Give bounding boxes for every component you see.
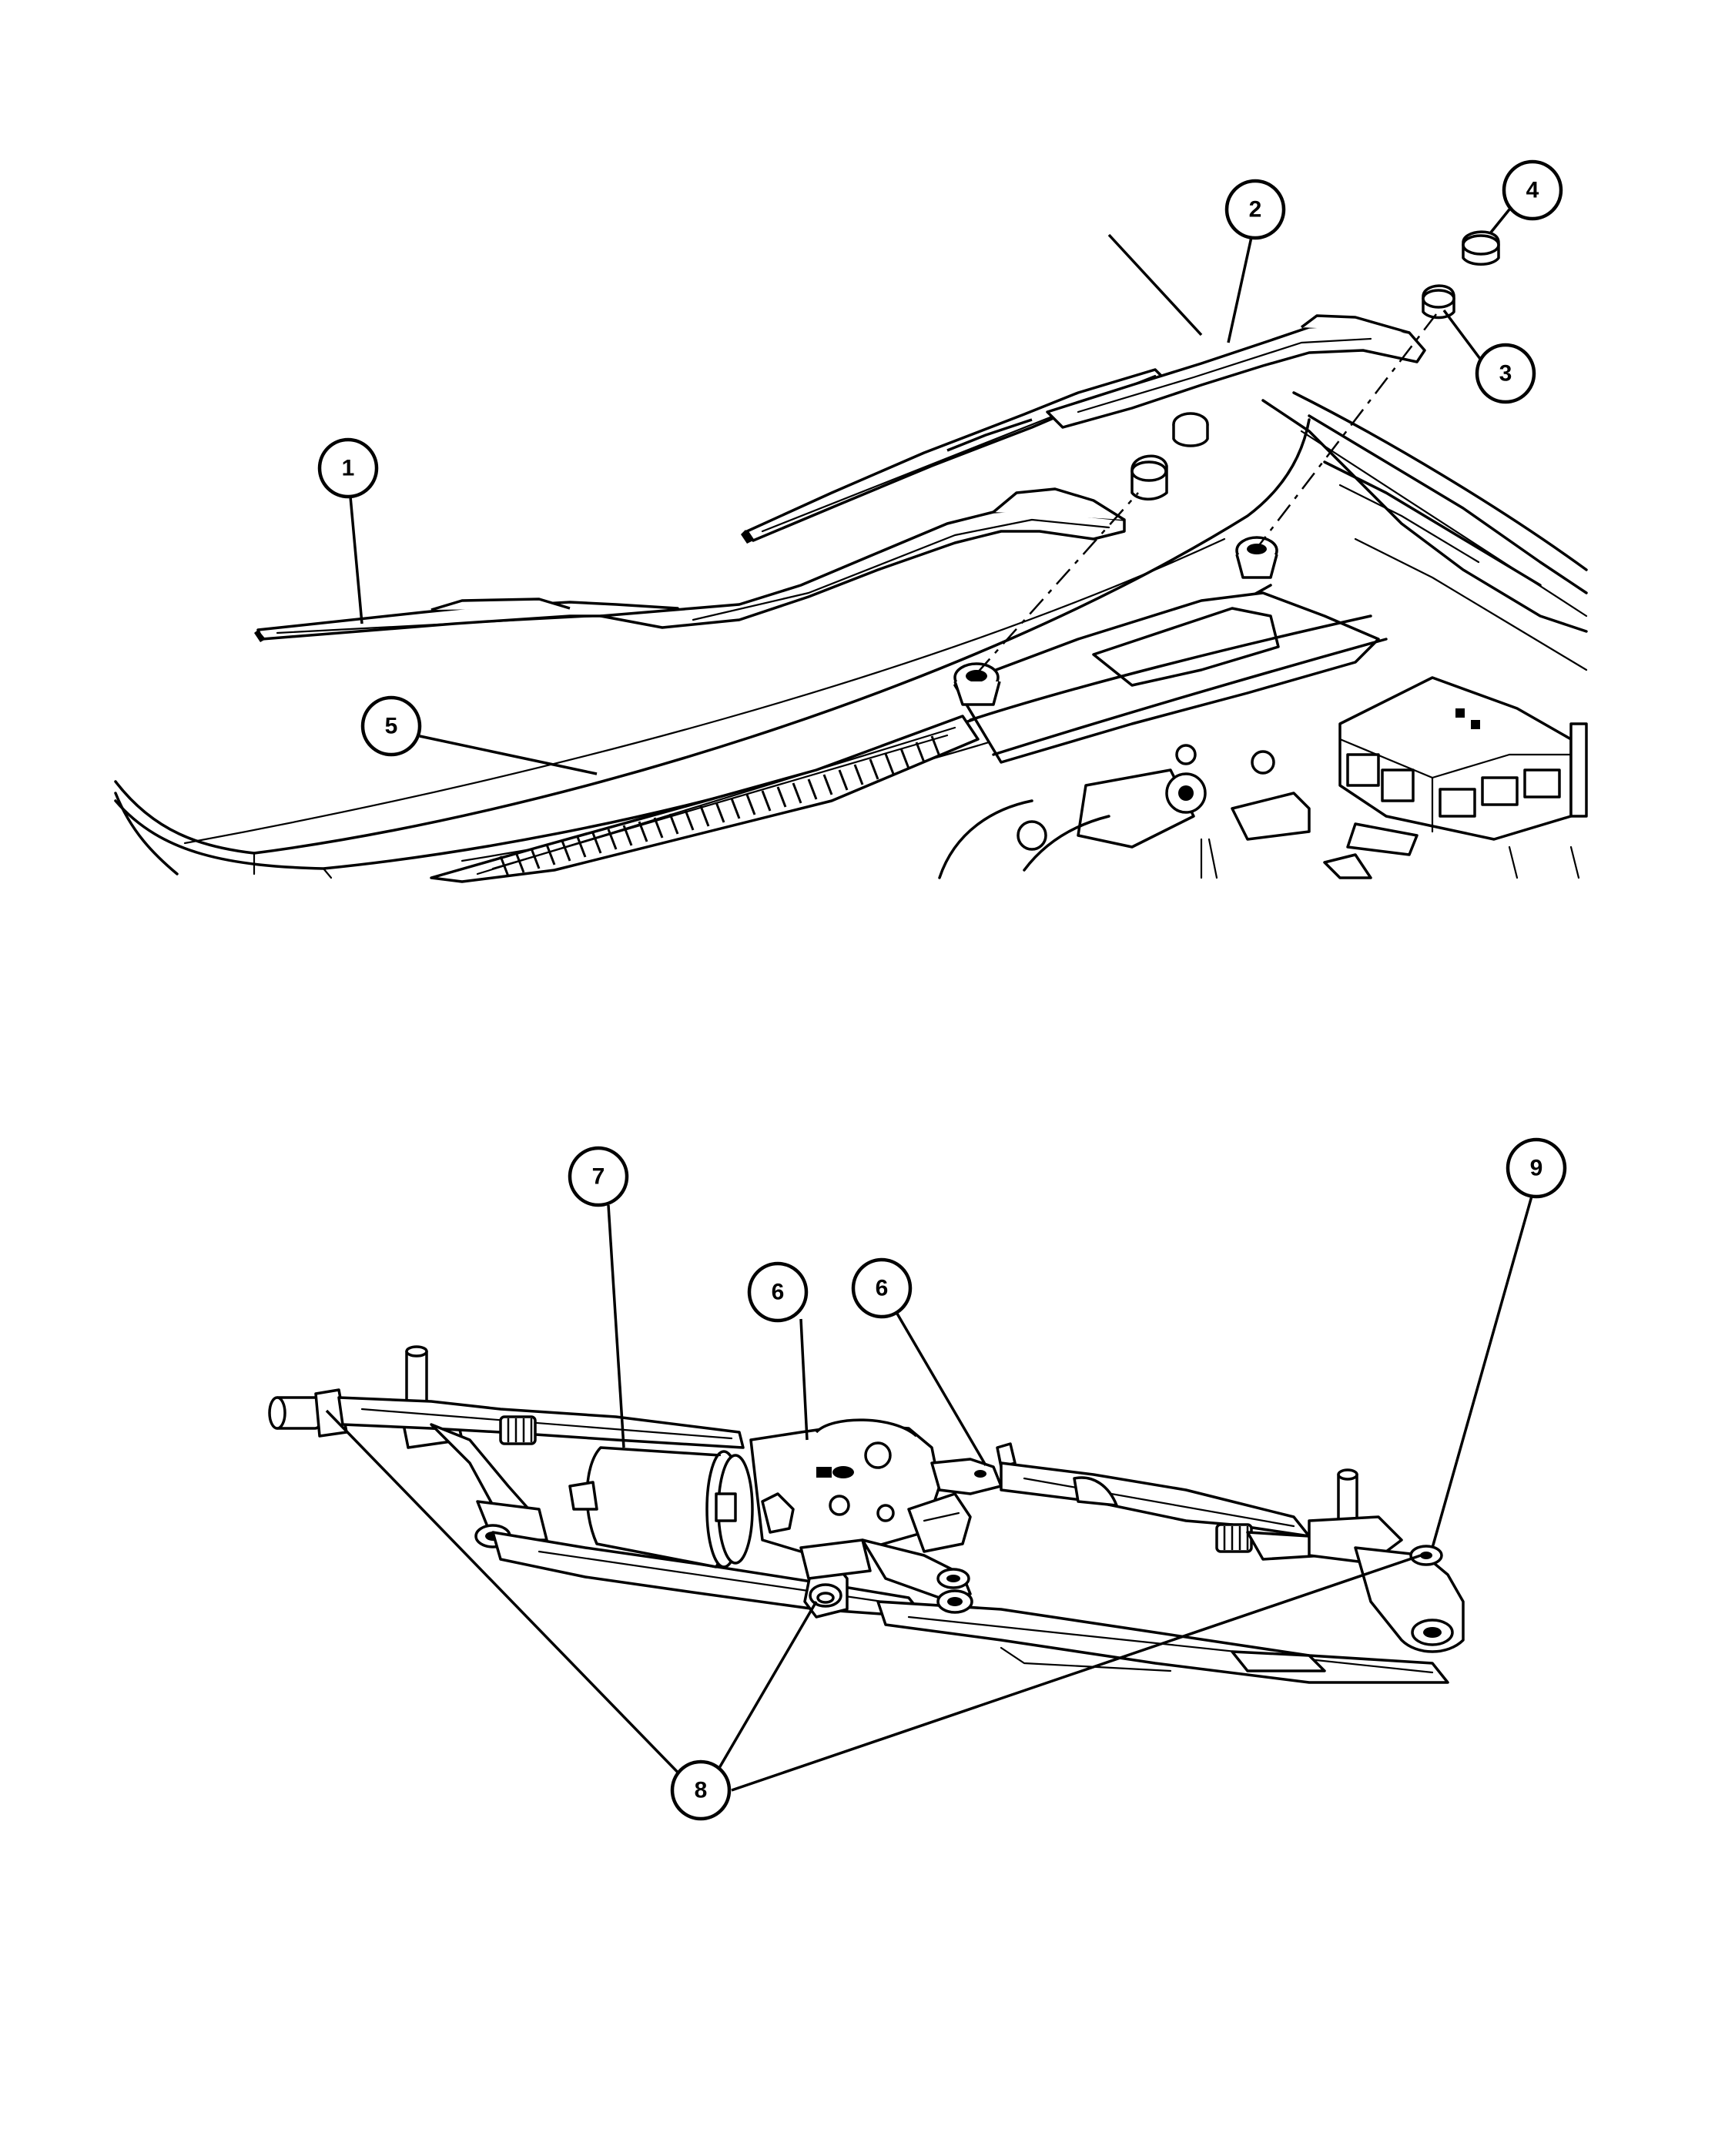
svg-text:6: 6 bbox=[772, 1280, 785, 1305]
svg-text:2: 2 bbox=[1249, 197, 1262, 223]
left-ball-joint bbox=[499, 1415, 537, 1445]
left-pivot-cap bbox=[1130, 454, 1168, 500]
svg-text:1: 1 bbox=[342, 456, 355, 481]
left-wiper-blade bbox=[254, 598, 683, 642]
right-ball-joint bbox=[1215, 1523, 1253, 1553]
svg-text:4: 4 bbox=[1526, 178, 1539, 203]
svg-text:3: 3 bbox=[1499, 361, 1512, 387]
callout-3: 3 bbox=[1475, 343, 1536, 404]
left-pivot-nut bbox=[1172, 412, 1209, 447]
mounting-grommet bbox=[1409, 1545, 1443, 1566]
callout-6-left: 6 bbox=[747, 1261, 809, 1323]
left-wiper-arm bbox=[599, 487, 1126, 629]
callout-7: 7 bbox=[568, 1146, 629, 1207]
callout-4: 4 bbox=[1502, 159, 1563, 221]
engine-compartment bbox=[938, 391, 1588, 879]
right-pivot-bracket bbox=[1354, 1546, 1465, 1653]
wiper-motor-linkage-illustration bbox=[268, 1345, 1465, 1684]
callout-9: 9 bbox=[1506, 1137, 1567, 1199]
callout-5: 5 bbox=[360, 695, 422, 757]
wiper-motor bbox=[568, 1418, 1017, 1619]
left-linkage-pivot-shaft bbox=[268, 1388, 348, 1438]
right-wiper-arm bbox=[1046, 314, 1426, 429]
right-pivot-tower bbox=[1235, 536, 1278, 579]
svg-text:8: 8 bbox=[695, 1778, 708, 1803]
callout-6-right: 6 bbox=[851, 1257, 913, 1319]
svg-text:5: 5 bbox=[385, 714, 398, 739]
callout-2: 2 bbox=[1224, 179, 1286, 240]
callout-1: 1 bbox=[317, 437, 379, 499]
left-pivot-tower bbox=[953, 662, 1001, 706]
right-pivot-nut bbox=[1422, 284, 1455, 320]
right-pivot-cap bbox=[1462, 230, 1500, 266]
windshield-cowl-illustration bbox=[114, 230, 1588, 883]
svg-text:7: 7 bbox=[592, 1164, 605, 1190]
svg-text:9: 9 bbox=[1530, 1156, 1543, 1181]
leader-lines bbox=[325, 208, 1534, 1792]
callout-8: 8 bbox=[670, 1759, 732, 1821]
cowl-grille bbox=[430, 715, 980, 883]
svg-text:6: 6 bbox=[876, 1276, 889, 1301]
